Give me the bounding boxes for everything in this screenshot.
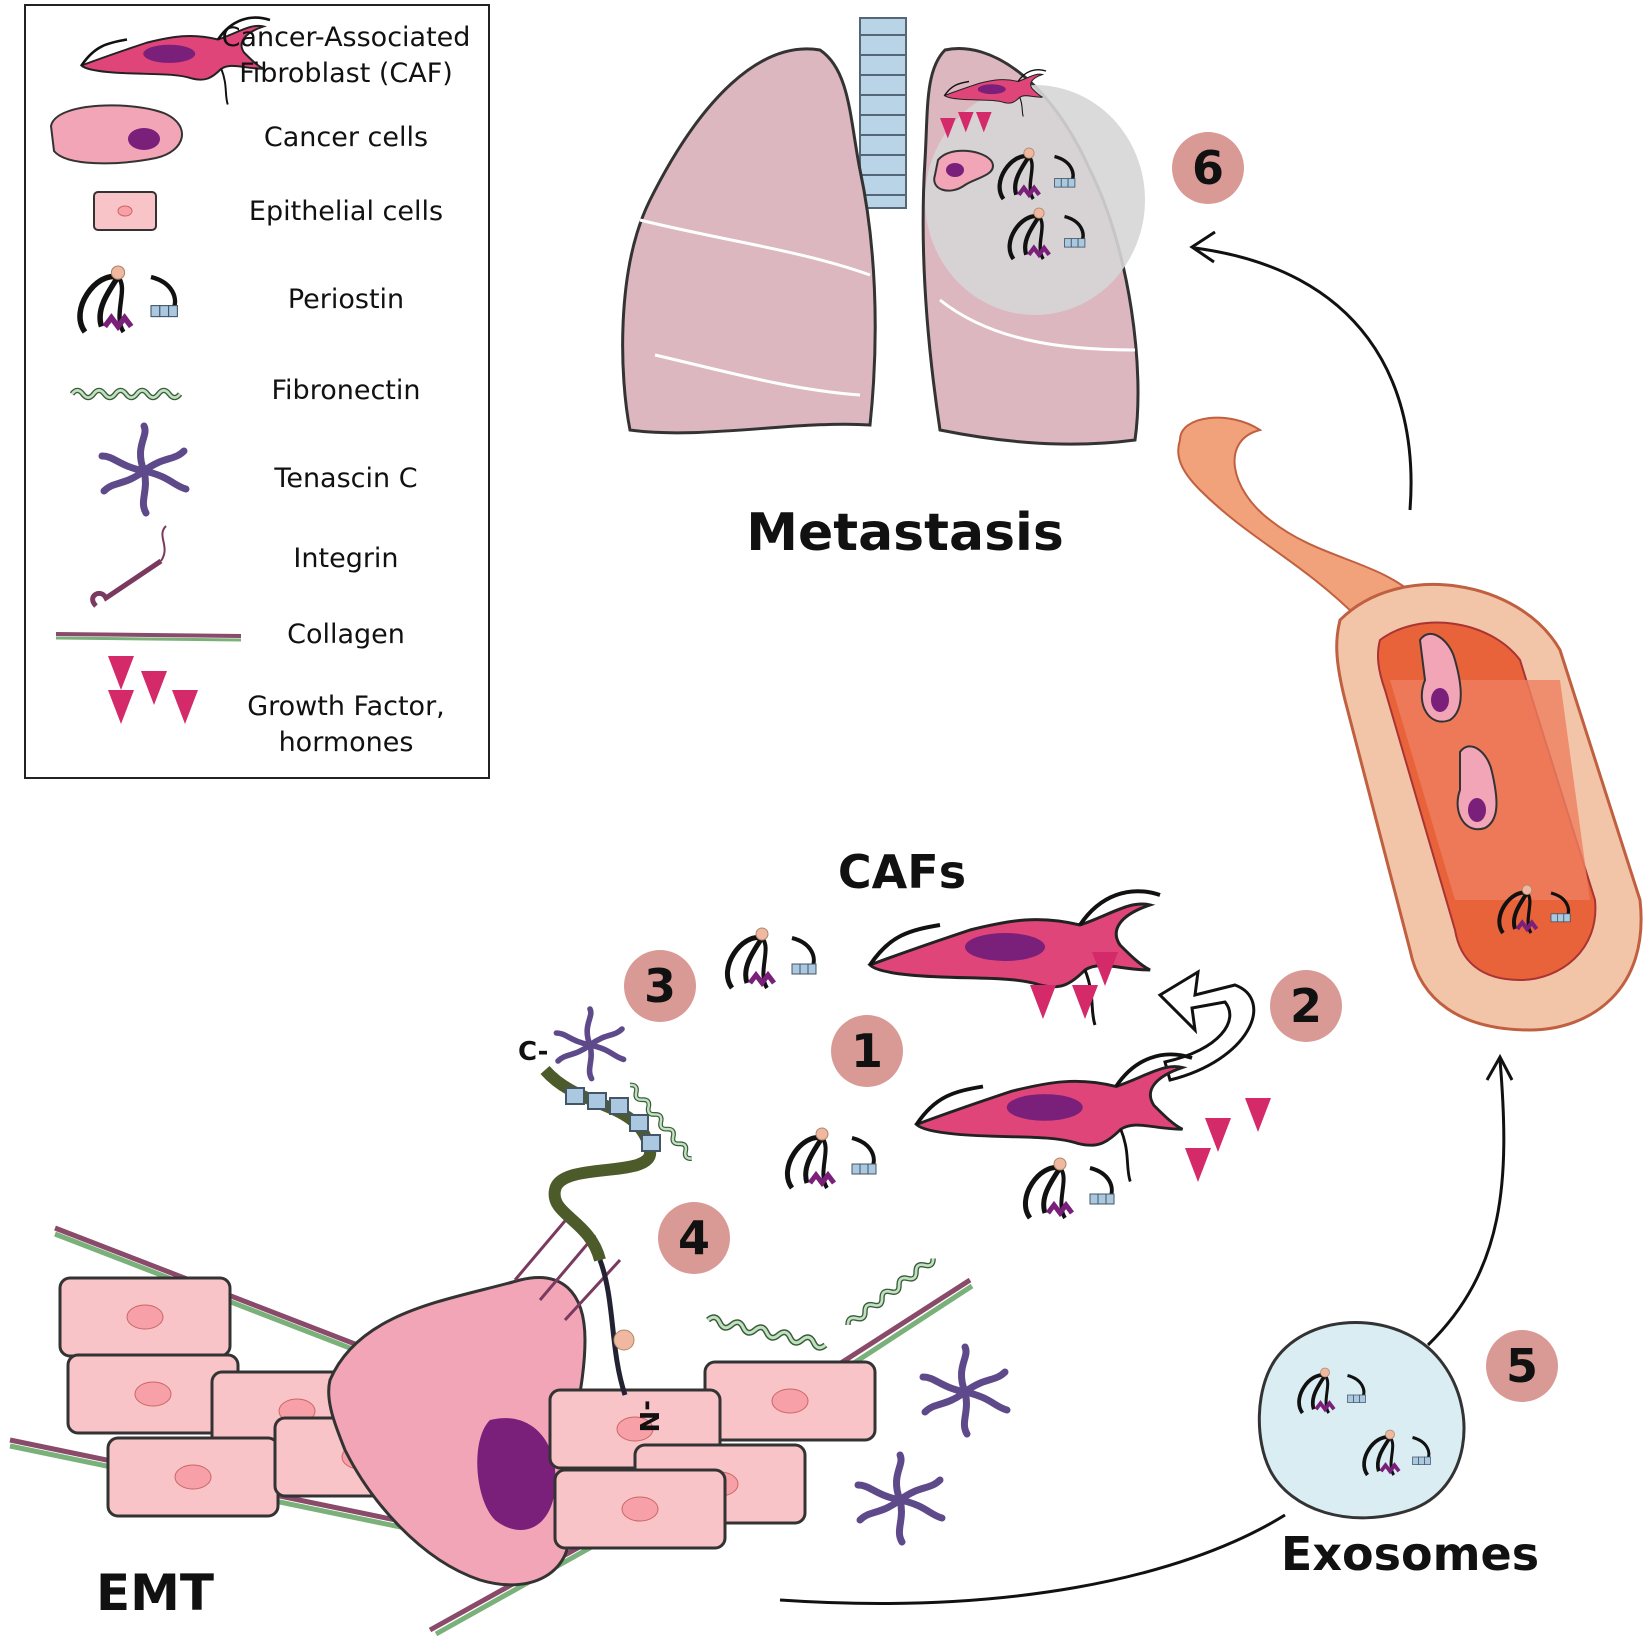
caf-cell-1: [868, 889, 1162, 1027]
tenascin-c-icon: [102, 426, 186, 513]
tenascin-2: [923, 1347, 1007, 1434]
periostin-cafs-2: [787, 1128, 876, 1188]
lung-cancer-cell: [933, 149, 994, 192]
legend-icons: [49, 16, 272, 724]
step-4-badge: 4: [658, 1202, 730, 1274]
right-lung: [621, 47, 877, 435]
legend-label-caf: Cancer-Associated Fibroblast (CAF): [221, 22, 471, 90]
fibronectin-1: [707, 1316, 826, 1349]
legend-label-tenascin: Tenascin C: [274, 463, 418, 494]
cafs-label: CAFs: [838, 845, 966, 899]
step-6-badge: 6: [1172, 132, 1244, 204]
step-1-badge: 1: [831, 1015, 903, 1087]
periostin-cafs-3: [1025, 1158, 1114, 1218]
step-2-badge: 2: [1270, 970, 1342, 1042]
integrin-receptors: [513, 1214, 622, 1322]
periostin-detailed: [540, 1065, 661, 1396]
legend: Cancer-Associated Fibroblast (CAF) Cance…: [24, 4, 490, 779]
legend-label-growth-factor: Growth Factor, hormones: [247, 691, 445, 759]
exosomes-label: Exosomes: [1281, 1527, 1539, 1581]
n-terminus-label: -N: [633, 1400, 663, 1433]
growth-factors-cluster-2: [1185, 1098, 1271, 1182]
exosome-vesicle: [1257, 1321, 1466, 1520]
step-5-badge: 5: [1486, 1330, 1558, 1402]
arrow-exosomes-to-vessel: [1426, 1059, 1506, 1347]
arrow-emt-to-exosomes: [779, 1513, 1286, 1605]
cancer-cell-icon: [49, 104, 183, 165]
collagen-icon: [55, 632, 242, 642]
arrow-head-5: [1485, 1053, 1514, 1081]
emt-label: EMT: [96, 1564, 214, 1622]
autocrine-loop-arrow: [1157, 969, 1256, 1082]
blood-vessel: [1177, 416, 1643, 1032]
c-terminus-label: C-: [518, 1037, 548, 1067]
epithelial-layer-right: [548, 1360, 877, 1550]
legend-label-epithelial: Epithelial cells: [248, 196, 444, 227]
tenascin-emt: [556, 1009, 623, 1079]
epithelial-cell-icon: [93, 191, 157, 231]
legend-label-cancer-cells: Cancer cells: [263, 122, 429, 153]
periostin-icon: [80, 266, 177, 332]
tenascin-3: [858, 1455, 942, 1542]
step-3-badge: 3: [624, 950, 696, 1022]
growth-factor-icon: [108, 656, 198, 724]
metastatic-niche: [925, 85, 1145, 315]
vessel-cancer-cell-1: [1418, 632, 1462, 723]
emt-cancer-cell: [327, 1276, 587, 1587]
arrow-vessel-to-lungs: [1194, 246, 1413, 511]
metastasis-label: Metastasis: [746, 503, 1064, 563]
legend-label-integrin: Integrin: [293, 543, 399, 574]
lungs-illustration: [621, 17, 1145, 446]
vessel-cancer-cell-2: [1456, 745, 1498, 831]
legend-label-fibronectin: Fibronectin: [271, 375, 421, 406]
legend-label-periostin: Periostin: [287, 284, 405, 315]
periostin-cafs-1: [727, 928, 816, 988]
arrow-head-6: [1189, 230, 1216, 264]
legend-label-collagen: Collagen: [287, 619, 405, 650]
fibronectin-icon: [72, 390, 180, 397]
integrin-icon: [90, 525, 167, 608]
trachea: [859, 17, 907, 209]
